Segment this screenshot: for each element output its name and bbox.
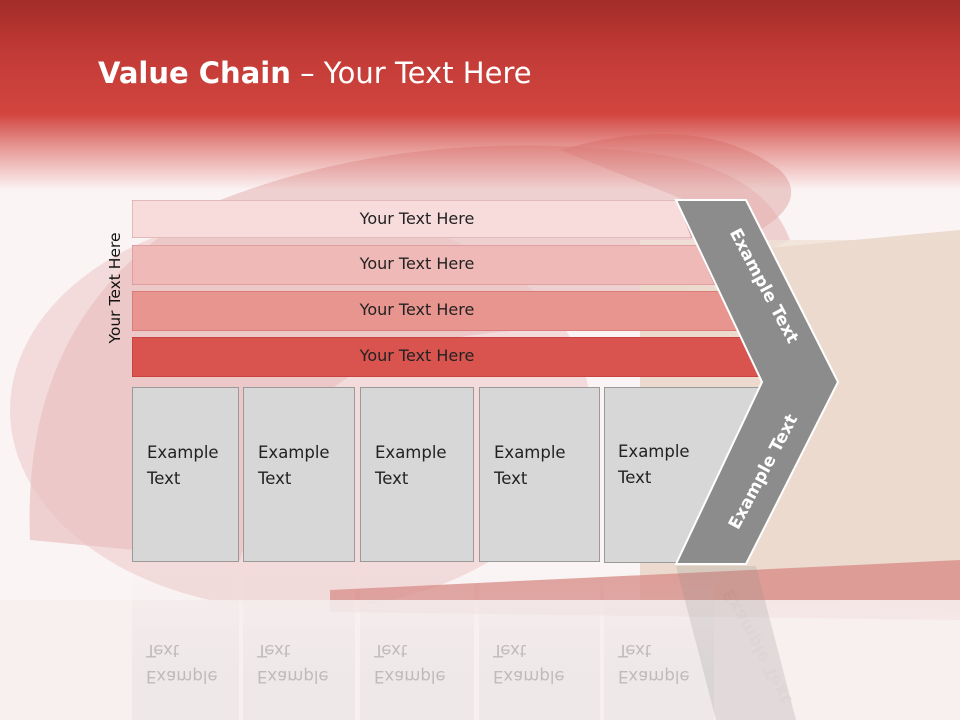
example-box-1: Example Text: [132, 387, 239, 562]
bar-2-label: Your Text Here: [359, 254, 475, 273]
title-bold: Value Chain: [98, 56, 291, 90]
chevron-arrow: [674, 199, 840, 565]
side-label: Your Text Here: [106, 232, 124, 344]
title-rest: – Your Text Here: [290, 56, 532, 90]
box-5-label: Example Text: [618, 442, 690, 487]
header-band: [0, 0, 960, 190]
box-3-label: Example Text: [375, 443, 447, 488]
box-4-label: Example Text: [494, 443, 566, 488]
slide-title: Value Chain – Your Text Here: [98, 56, 532, 90]
chevron-reflection: Example Text: [676, 566, 796, 720]
box-1-reflection: Example Text: [132, 566, 239, 720]
example-box-3: Example Text: [360, 387, 474, 562]
box-1-label: Example Text: [147, 443, 219, 488]
box-2-label: Example Text: [258, 443, 330, 488]
bar-1-label: Your Text Here: [359, 209, 475, 228]
box-3-reflection: Example Text: [360, 566, 474, 720]
bar-3-label: Your Text Here: [359, 300, 475, 319]
example-box-2: Example Text: [243, 387, 355, 562]
example-box-4: Example Text: [479, 387, 600, 562]
box-2-reflection: Example Text: [243, 566, 355, 720]
box-4-reflection: Example Text: [479, 566, 600, 720]
bar-4-label: Your Text Here: [359, 346, 475, 365]
